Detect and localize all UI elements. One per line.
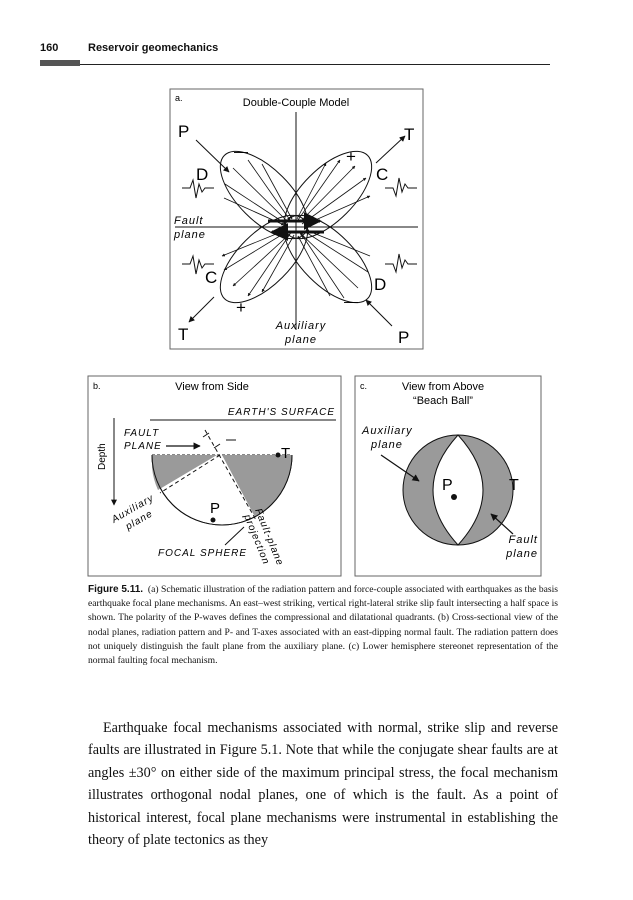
fault-plane-c-2: plane [505, 548, 538, 560]
t-arrow-top [375, 135, 406, 164]
wavelet-lower-left [182, 254, 214, 275]
seismograms [182, 177, 417, 275]
aux-plane-arrow [380, 454, 420, 482]
panel-b-title: View from Side [175, 381, 249, 393]
fault-plane-label-2: plane [173, 229, 206, 241]
aux-plane-c-2: plane [370, 439, 403, 451]
running-header: 160 Reservoir geomechanics [40, 40, 550, 68]
panel-a-tag: a. [175, 93, 183, 103]
fault-plane-c-1: Fault [509, 534, 538, 546]
beach-ball-dilatation [432, 434, 484, 546]
aux-plane-label-2: plane [284, 334, 317, 346]
panel-c: c. View from Above “Beach Ball” Auxiliar… [354, 375, 542, 577]
label-t-top: T [404, 125, 414, 144]
focal-sphere-label: FOCAL SPHERE [158, 548, 247, 559]
label-p-bottom: P [398, 328, 409, 347]
fault-plane-dash [204, 429, 257, 521]
aux-plane-label-1: Auxiliary [275, 320, 327, 332]
running-title: Reservoir geomechanics [88, 42, 219, 54]
p-axis-dot [451, 494, 457, 500]
label-p-top: P [178, 122, 189, 141]
plus-upper-right: + [346, 147, 356, 166]
lobe-lower-left [219, 214, 309, 304]
panel-c-tag: c. [360, 381, 367, 391]
fault-plane-label-1: Fault [174, 215, 203, 227]
sphere-outline-top [151, 454, 293, 526]
body-text: Earthquake focal mechanisms associated w… [88, 717, 558, 851]
aux-plane-c-1: Auxiliary [361, 425, 413, 437]
label-p-b: P [210, 500, 220, 517]
focal-sphere [151, 429, 293, 526]
minus-lower-right: — [344, 293, 358, 309]
shaded-left [152, 455, 217, 490]
label-p-c: P [442, 477, 453, 494]
force-couple [268, 212, 324, 241]
panel-c-title-2: “Beach Ball” [413, 395, 473, 407]
body-paragraph: Earthquake focal mechanisms associated w… [88, 720, 558, 849]
figure-caption: Figure 5.11. (a) Schematic illustration … [88, 583, 558, 668]
page-number: 160 [40, 42, 59, 54]
label-d-lower-right: D [374, 275, 386, 294]
panel-b: b. View from Side EARTH'S SURFACE Dep [87, 375, 342, 577]
p-axis-point [210, 517, 216, 523]
label-t-b: T [281, 445, 290, 462]
wavelet-lower-right [385, 253, 417, 274]
t-arrow-bottom [188, 296, 215, 323]
lobe-upper-right [283, 150, 373, 240]
earth-surface-label: EARTH'S SURFACE [228, 407, 335, 418]
panel-a-title: Double-Couple Model [243, 97, 349, 109]
plus-lower-left: + [236, 298, 246, 317]
label-t-c: T [509, 477, 519, 494]
header-rule [80, 64, 550, 65]
label-c-lower-left: C [205, 268, 217, 287]
wavelet-upper-right [385, 177, 417, 198]
p-arrow-bottom [365, 299, 393, 327]
label-t-bottom: T [178, 325, 188, 344]
panel-b-tag: b. [93, 381, 101, 391]
auxiliary-plane-dash [159, 454, 221, 494]
header-bar [40, 60, 80, 66]
fault-plane-b-2: PLANE [124, 441, 162, 452]
depth-label: Depth [97, 443, 108, 470]
lobe-upper-left [219, 150, 309, 240]
caption-text: (a) Schematic illustration of the radiat… [88, 584, 559, 667]
panel-b-frame [87, 375, 342, 577]
fault-plane-b-1: FAULT [124, 428, 159, 439]
label-c-upper-right: C [376, 165, 388, 184]
caption-label: Figure 5.11. [88, 584, 144, 595]
t-axis-point [275, 452, 281, 458]
focal-sphere-pointer [224, 526, 245, 546]
minus-upper-left: — [234, 143, 248, 159]
label-d-upper-left: D [196, 165, 208, 184]
beach-ball [402, 434, 514, 546]
p-arrow-top [195, 139, 230, 173]
panel-c-title-1: View from Above [402, 381, 484, 393]
wavelet-upper-left [182, 178, 214, 199]
panel-a: a. Double-Couple Model [169, 88, 424, 350]
fault-plane-arrow-c [490, 513, 514, 535]
